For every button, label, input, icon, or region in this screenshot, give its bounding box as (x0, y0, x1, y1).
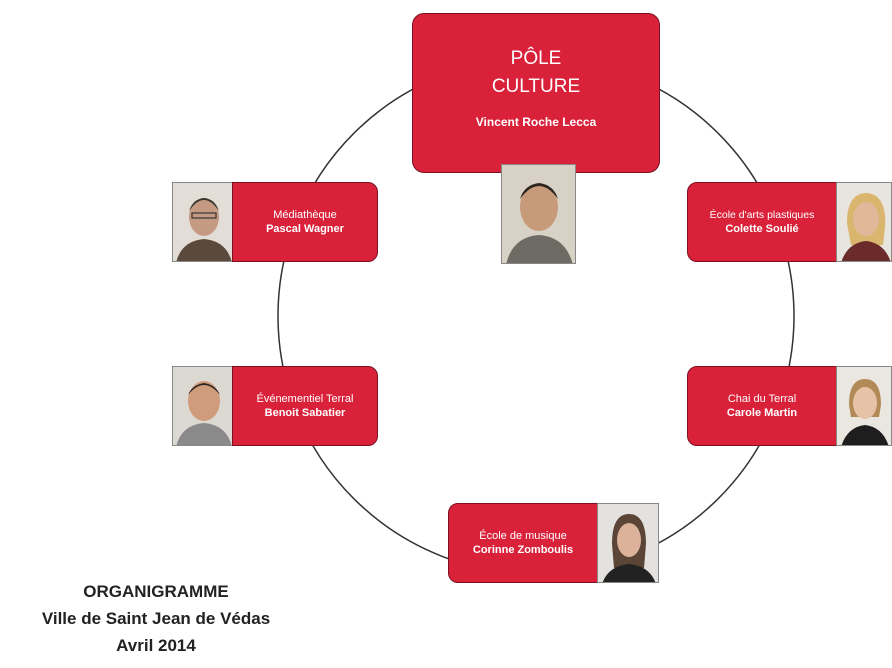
unit-head-name: Benoit Sabatier (264, 407, 346, 419)
unit-head-name: Corinne Zomboulis (472, 544, 574, 556)
caption-title: ORGANIGRAMME (83, 582, 229, 601)
ecole-arts-box: École d'arts plastiques Colette Soulié (687, 182, 837, 262)
ecole-musique-box: École de musique Corinne Zomboulis (448, 503, 598, 583)
pole-head-name: Vincent Roche Lecca (475, 115, 597, 129)
chai-terral-box: Chai du Terral Carole Martin (687, 366, 837, 446)
unit-name: Chai du Terral (727, 393, 797, 405)
unit-name: École de musique (479, 530, 567, 542)
pole-title-line1: PÔLE (510, 48, 562, 69)
pole-title-line2: CULTURE (491, 76, 581, 97)
unit-name: Événementiel Terral (256, 393, 354, 405)
ecole-musique-head-photo (597, 503, 659, 583)
unit-head-name: Carole Martin (726, 407, 798, 419)
evenementiel-head-photo (172, 366, 234, 446)
ecole-arts-head-photo (836, 182, 892, 262)
mediatheque-box: Médiathèque Pascal Wagner (232, 182, 378, 262)
pole-head-photo (501, 164, 576, 264)
caption-date: Avril 2014 (116, 636, 196, 655)
pole-culture-box: PÔLE CULTURE Vincent Roche Lecca (412, 13, 660, 173)
unit-head-name: Pascal Wagner (266, 223, 344, 235)
unit-head-name: Colette Soulié (725, 223, 799, 235)
evenementiel-box: Événementiel Terral Benoit Sabatier (232, 366, 378, 446)
mediatheque-head-photo (172, 182, 234, 262)
unit-name: Médiathèque (273, 209, 337, 221)
caption-city: Ville de Saint Jean de Védas (41, 609, 271, 628)
chai-terral-head-photo (836, 366, 892, 446)
unit-name: École d'arts plastiques (709, 209, 815, 221)
